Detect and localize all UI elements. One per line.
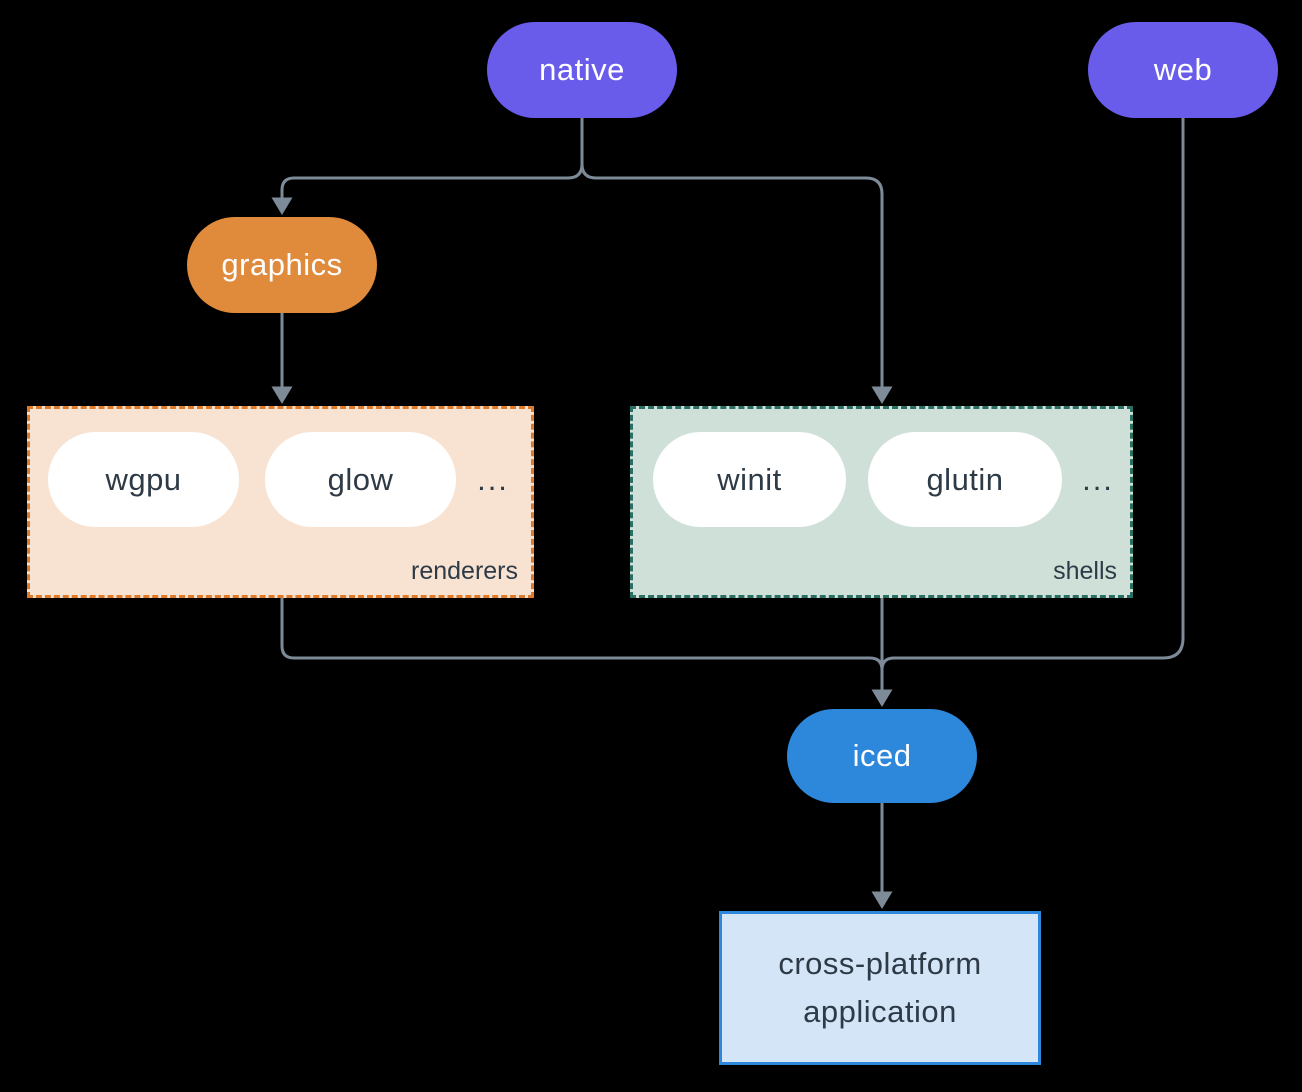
node-cross-platform-application: cross-platform application — [719, 911, 1041, 1065]
node-iced-label: iced — [852, 738, 912, 773]
node-glow: glow — [265, 432, 456, 527]
node-native-label: native — [539, 52, 625, 87]
shells-ellipsis: ... — [1082, 461, 1114, 497]
node-web: web — [1088, 22, 1278, 118]
edge-renderers-to-iced — [280, 598, 884, 676]
group-renderers-label: renderers — [411, 557, 518, 585]
node-wgpu: wgpu — [48, 432, 239, 527]
edge-native-to-shells — [580, 118, 893, 404]
node-glutin-label: glutin — [926, 461, 1004, 497]
node-native: native — [487, 22, 677, 118]
app-label-line1: cross-platform — [778, 946, 982, 981]
edge-shells-to-iced — [871, 598, 893, 707]
edge-native-to-graphics — [271, 118, 584, 215]
node-glow-label: glow — [327, 461, 394, 497]
node-graphics-label: graphics — [221, 247, 343, 282]
node-winit-label: winit — [717, 461, 782, 497]
arrowhead-iced — [871, 689, 893, 707]
node-web-label: web — [1153, 52, 1213, 87]
node-graphics: graphics — [187, 217, 377, 313]
edge-graphics-to-renderers — [271, 313, 293, 404]
app-label-line2: application — [803, 994, 957, 1029]
group-shells-label: shells — [1053, 557, 1117, 585]
arrowhead-shells — [871, 386, 893, 404]
arrowhead-app — [871, 891, 893, 909]
node-glutin: glutin — [868, 432, 1062, 527]
node-winit: winit — [653, 432, 846, 527]
arrowhead-renderers — [271, 386, 293, 404]
node-wgpu-label: wgpu — [105, 461, 182, 497]
arrowhead-graphics — [271, 197, 293, 215]
edge-iced-to-app — [871, 803, 893, 909]
node-iced: iced — [787, 709, 977, 803]
renderers-ellipsis: ... — [477, 461, 509, 497]
